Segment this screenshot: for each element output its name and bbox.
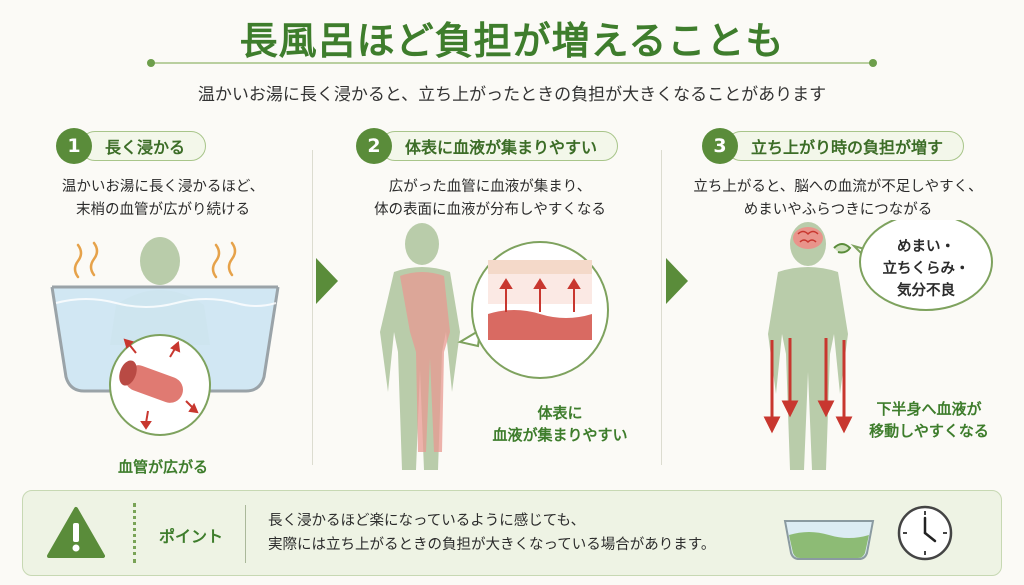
title-rule-dot-right (869, 59, 877, 67)
step-1-desc-line-2: 末梢の血管が広がり続ける (76, 202, 250, 218)
step-1-description: 温かいお湯に長く浸かるほど、 末梢の血管が広がり続ける (18, 176, 308, 222)
step-3-caption-line-1: 下半身へ血液が (876, 400, 982, 418)
clock-icon (897, 505, 953, 561)
skin-cross-section (457, 241, 609, 379)
warning-icon (47, 507, 105, 558)
step-1-caption: 血管が広がる (117, 458, 208, 476)
step-1-number: 1 (56, 128, 92, 164)
chevron-right-icon (666, 258, 688, 304)
step-1-header: 1 長く浸かる (56, 128, 207, 164)
step-3-desc-line-2: めまいやふらつきにつながる (743, 202, 933, 218)
body-surface-illustration (380, 223, 609, 470)
step-2-number: 2 (356, 128, 392, 164)
step-2-label: 体表に血液が集まりやすい (380, 131, 619, 161)
step-1-desc-line-1: 温かいお湯に長く浸かるほど、 (61, 179, 265, 195)
symptom-bubble (850, 220, 993, 311)
bathtub-icon (783, 520, 875, 560)
chevron-right-icon (316, 258, 338, 304)
bubble-line-1: めまい・ (897, 239, 955, 255)
step-3-description: 立ち上がると、脳への血流が不足しやすく、 めまいやふらつきにつながる (668, 176, 1008, 222)
title-underline (152, 62, 874, 64)
title-rule-dot-left (147, 59, 155, 67)
page-title: 長風呂ほど負担が増えることも (239, 19, 785, 63)
down-arrows (763, 338, 853, 434)
step-2-desc-line-1: 広がった血管に血液が集まり、 (388, 179, 592, 195)
step-1-panel: 1 長く浸かる 温かいお湯に長く浸かるほど、 末梢の血管が広がり続ける (18, 120, 308, 476)
dizzy-mark (833, 243, 852, 254)
vessel-icon (109, 334, 211, 436)
point-divider (245, 505, 246, 563)
step-2-description: 広がった血管に血液が集まり、 体の表面に血液が分布しやすくなる (330, 176, 650, 222)
column-divider-2 (661, 150, 662, 465)
point-panel: ポイント 長く浸かるほど楽になっているように感じても、 実際には立ち上がるときの… (22, 490, 1002, 576)
column-divider-1 (312, 150, 313, 465)
step-2-caption: 体表に 血液が集まりやすい (480, 402, 640, 446)
step-3-panel: 3 立ち上がり時の負担が増す 立ち上がると、脳への血流が不足しやすく、 めまいや… (668, 120, 1008, 470)
subtitle: 温かいお湯に長く浸かると、立ち上がったときの負担が大きくなることがあります (197, 85, 827, 105)
step-3-label: 立ち上がり時の負担が増す (726, 131, 965, 161)
point-text: 長く浸かるほど楽になっているように感じても、 実際には立ち上がるときの負担が大き… (268, 509, 715, 557)
step-3-desc-line-1: 立ち上がると、脳への血流が不足しやすく、 (693, 179, 983, 195)
step-3-caption: 下半身へ血液が 移動しやすくなる (854, 398, 1004, 442)
step-2-panel: 2 体表に血液が集まりやすい 広がった血管に血液が集まり、 体の表面に血液が分布… (330, 120, 650, 470)
step-3-number: 3 (702, 128, 738, 164)
standing-figure (768, 222, 848, 470)
bathing-illustration (50, 237, 280, 436)
blood-distribution (400, 272, 450, 452)
step-2-desc-line-2: 体の表面に血液が分布しやすくなる (374, 202, 606, 218)
standing-up-illustration (763, 220, 993, 470)
bubble-line-3: 気分不良 (897, 283, 955, 299)
point-line-2: 実際には立ち上がるときの負担が大きくなっている場合があります。 (268, 537, 716, 553)
step-2-header: 2 体表に血液が集まりやすい (356, 128, 619, 164)
point-label: ポイント (159, 527, 224, 546)
point-line-1: 長く浸かるほど楽になっているように感じても、 (268, 513, 586, 529)
step-1-label: 長く浸かる (80, 131, 207, 161)
step-3-caption-line-2: 移動しやすくなる (869, 422, 989, 440)
step-2-caption-line-1: 体表に (537, 404, 583, 422)
dotted-divider (133, 503, 136, 563)
step-2-caption-line-2: 血液が集まりやすい (492, 426, 628, 444)
brain-icon (793, 227, 823, 249)
steam-icon (73, 241, 237, 279)
symptom-bubble-text: めまい・ 立ちくらみ・ 気分不良 (864, 236, 988, 302)
step-3-header: 3 立ち上がり時の負担が増す (702, 128, 965, 164)
bubble-line-2: 立ちくらみ・ (882, 261, 970, 277)
